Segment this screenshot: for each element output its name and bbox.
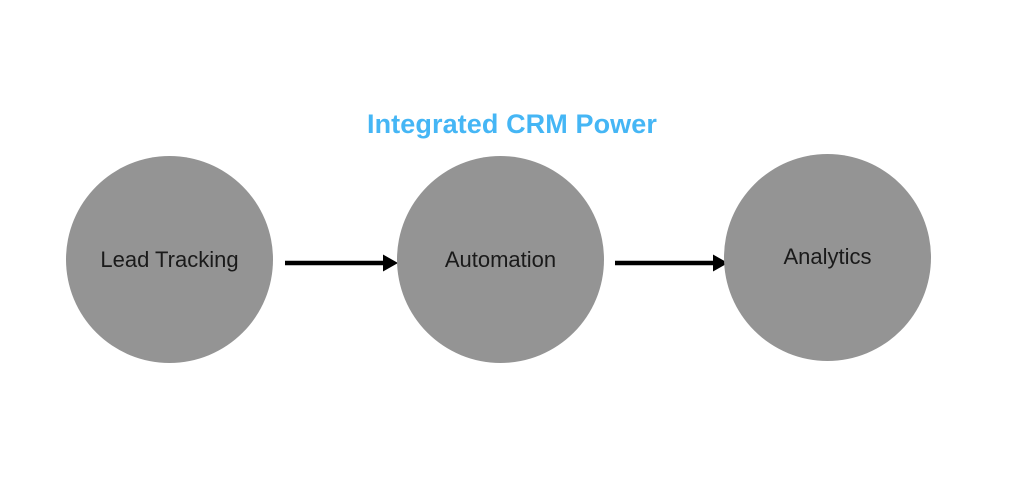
page-title: Integrated CRM Power	[366, 109, 658, 139]
node-lead-tracking[interactable]: Lead Tracking	[66, 156, 273, 363]
arrow-automation-to-analytics	[615, 246, 729, 280]
arrow-right-icon	[615, 254, 728, 272]
arrow-right-icon	[285, 254, 398, 272]
node-label-lead-tracking: Lead Tracking	[100, 246, 239, 272]
node-analytics[interactable]: Analytics	[724, 154, 931, 361]
node-label-analytics: Analytics	[783, 243, 872, 269]
node-label-automation: Automation	[444, 246, 557, 272]
node-automation[interactable]: Automation	[397, 156, 604, 363]
arrow-lead-tracking-to-automation	[285, 246, 399, 280]
